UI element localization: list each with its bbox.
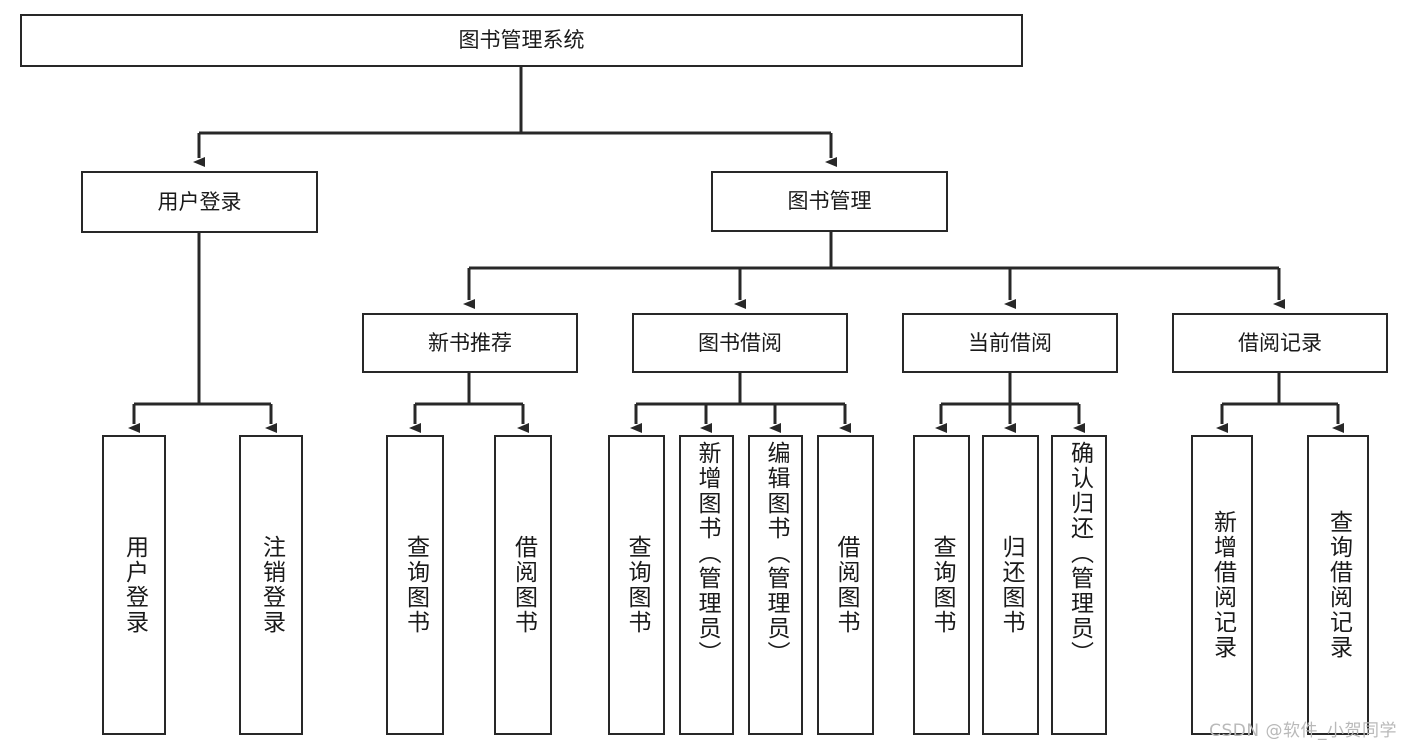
leaf-add-book[interactable]: 新增图书（管理员） xyxy=(679,435,734,735)
node-label: 当前借阅 xyxy=(968,330,1052,355)
node-label: 用户登录 xyxy=(157,189,242,214)
node-label: 新增借阅记录 xyxy=(1209,510,1236,660)
node-label: 查询借阅记录 xyxy=(1325,510,1352,660)
node-label: 查询图书 xyxy=(402,535,429,635)
leaf-return-book[interactable]: 归还图书 xyxy=(982,435,1039,735)
node-current-borrow[interactable]: 当前借阅 xyxy=(902,313,1118,373)
leaf-logout[interactable]: 注销登录 xyxy=(239,435,303,735)
leaf-query-borrow-record[interactable]: 查询借阅记录 xyxy=(1307,435,1369,735)
leaf-add-borrow-record[interactable]: 新增借阅记录 xyxy=(1191,435,1253,735)
leaf-query-book-borrow[interactable]: 查询图书 xyxy=(608,435,665,735)
node-label: 注销登录 xyxy=(258,535,285,635)
leaf-borrow-book[interactable]: 借阅图书 xyxy=(817,435,874,735)
node-label: 借阅记录 xyxy=(1238,330,1322,355)
node-label: 新增图书（管理员） xyxy=(694,441,720,666)
node-borrow-record[interactable]: 借阅记录 xyxy=(1172,313,1388,373)
node-label: 查询图书 xyxy=(624,535,650,635)
node-label: 图书管理系统 xyxy=(458,28,585,53)
leaf-user-login[interactable]: 用户登录 xyxy=(102,435,166,735)
leaf-query-book-recommend[interactable]: 查询图书 xyxy=(386,435,444,735)
node-label: 图书管理 xyxy=(787,189,872,214)
node-label: 查询图书 xyxy=(929,535,955,635)
node-user-login[interactable]: 用户登录 xyxy=(81,171,318,233)
leaf-query-book-current[interactable]: 查询图书 xyxy=(913,435,970,735)
node-label: 用户登录 xyxy=(121,535,148,635)
leaf-edit-book[interactable]: 编辑图书（管理员） xyxy=(748,435,803,735)
node-label: 归还图书 xyxy=(998,535,1024,635)
leaf-borrow-book-recommend[interactable]: 借阅图书 xyxy=(494,435,552,735)
node-label: 借阅图书 xyxy=(833,535,859,635)
node-book-borrow[interactable]: 图书借阅 xyxy=(632,313,848,373)
node-new-book-recommend[interactable]: 新书推荐 xyxy=(362,313,578,373)
node-book-management[interactable]: 图书管理 xyxy=(711,171,948,232)
node-system-root[interactable]: 图书管理系统 xyxy=(20,14,1023,67)
leaf-confirm-return[interactable]: 确认归还（管理员） xyxy=(1051,435,1107,735)
node-label: 借阅图书 xyxy=(510,535,537,635)
node-label: 图书借阅 xyxy=(698,330,782,355)
node-label: 确认归还（管理员） xyxy=(1066,441,1093,666)
node-label: 编辑图书（管理员） xyxy=(763,441,789,666)
node-label: 新书推荐 xyxy=(428,330,512,355)
